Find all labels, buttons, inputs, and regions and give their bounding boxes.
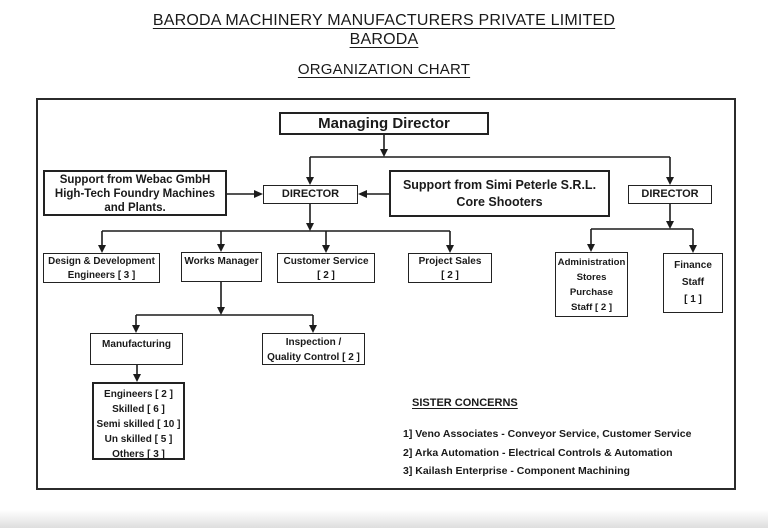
node-line: Semi skilled [ 10 ] [96,419,181,430]
node-inspection-quality: Inspection / Quality Control [ 2 ] [262,333,365,365]
node-line: Administration [557,257,626,268]
node-line: and Plants. [104,202,166,214]
node-administration: Administration Stores Purchase Staff [ 2… [555,252,628,317]
page-title: ORGANIZATION CHART [297,61,471,78]
node-staff-breakdown: Engineers [ 2 ] Skilled [ 6 ] Semi skill… [92,382,185,460]
node-line: Inspection / [285,337,342,348]
node-line: [ 2 ] [317,270,335,281]
node-line: Staff [ 2 ] [570,302,613,313]
node-label: DIRECTOR [641,188,699,200]
node-customer-service: Customer Service [ 2 ] [277,253,375,283]
node-line: Project Sales [418,256,482,267]
node-manufacturing: Manufacturing [90,333,183,365]
company-location: BARODA [349,31,419,48]
node-line: Design & Development [48,256,155,267]
node-webac-support: Support from Webac GmbH High-Tech Foundr… [43,170,227,216]
sister-concerns-heading: SISTER CONCERNS [412,397,518,409]
sister-concern-item: 3] Kailash Enterprise - Component Machin… [403,465,630,477]
node-label: Manufacturing [102,339,171,350]
node-line: Support from Simi Peterle S.R.L. [402,178,597,192]
node-label: Managing Director [318,115,450,132]
node-director-right: DIRECTOR [628,185,712,204]
node-line: Staff [681,277,705,288]
node-line: Core Shooters [456,195,543,209]
node-finance: Finance Staff [ 1 ] [663,253,723,313]
sister-concerns-list: 1] Veno Associates - Conveyor Service, C… [403,425,692,481]
node-line: Skilled [ 6 ] [112,404,165,415]
sister-concern-item: 2] Arka Automation - Electrical Controls… [403,446,673,459]
company-title: BARODA MACHINERY MANUFACTURERS PRIVATE L… [152,12,616,29]
node-project-sales: Project Sales [ 2 ] [408,253,492,283]
node-line: Engineers [ 2 ] [104,389,173,400]
node-line: Support from Webac GmbH [59,174,211,186]
node-line: [ 1 ] [684,294,702,305]
chart-border-frame [36,98,736,490]
node-director-left: DIRECTOR [263,185,358,204]
page-bottom-shading [0,510,768,528]
sister-concern-item: 1] Veno Associates - Conveyor Service, C… [403,428,692,440]
node-line: Quality Control [ 2 ] [267,352,360,363]
node-works-manager: Works Manager [181,252,262,282]
node-line: Customer Service [283,256,369,267]
node-simi-support: Support from Simi Peterle S.R.L. Core Sh… [389,170,610,217]
node-line: Others [ 3 ] [112,449,165,460]
node-label: Works Manager [184,256,259,267]
node-line: Finance [674,260,712,271]
node-managing-director: Managing Director [279,112,489,135]
node-line: Stores [576,272,607,283]
node-line: Un skilled [ 5 ] [104,434,173,445]
node-line: [ 2 ] [441,270,459,281]
node-label: DIRECTOR [281,188,340,200]
node-design-development: Design & Development Engineers [ 3 ] [43,253,160,283]
node-line: Engineers [ 3 ] [67,270,136,281]
node-line: High-Tech Foundry Machines [54,188,216,200]
node-line: Purchase [569,287,614,298]
